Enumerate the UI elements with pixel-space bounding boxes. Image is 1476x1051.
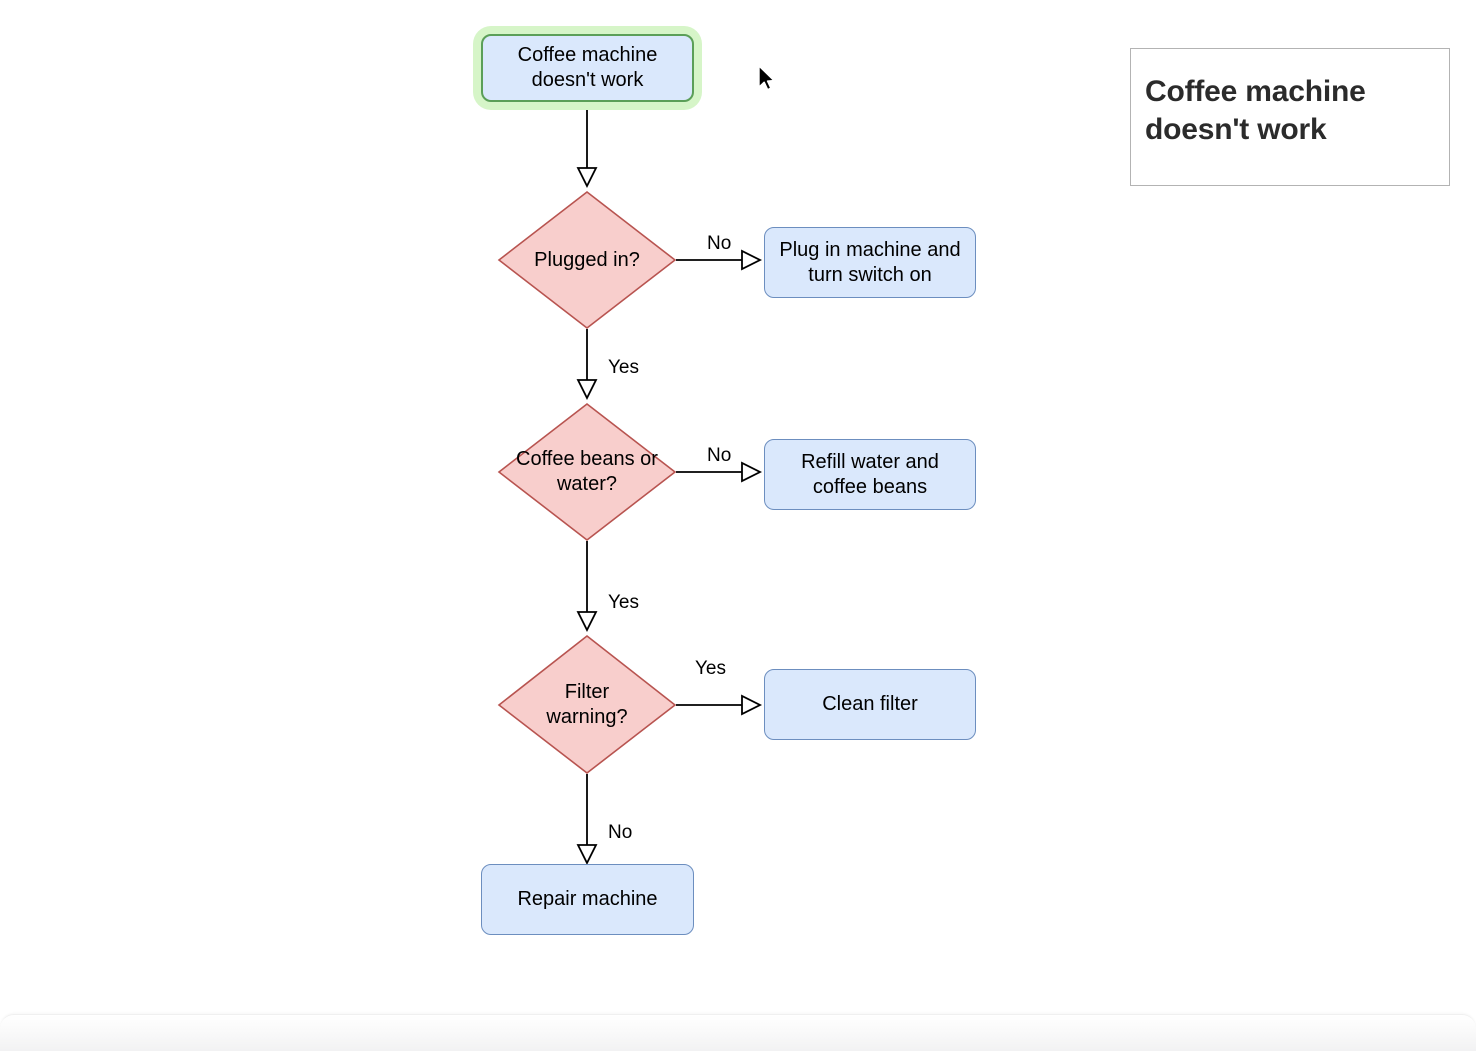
edge-label-filter-warning-no[interactable]: No [608,822,633,843]
node-label-line1: Clean filter [822,693,918,715]
flowchart-canvas[interactable]: Coffee machine doesn't work Plugged in? … [0,0,1476,1022]
node-text-editor[interactable]: Coffee machine doesn't work [1130,48,1450,186]
node-label-line2: water? [556,473,617,495]
node-label-line1: Plug in machine and [779,238,961,261]
connector-start-to-plugged-in[interactable] [576,103,598,189]
text-editor-value[interactable]: Coffee machine doesn't work [1145,73,1435,149]
node-refill-water-and-coffee-beans[interactable]: Refill water and coffee beans [764,439,976,510]
node-label-line2: coffee beans [812,475,928,498]
node-label: Clean filter [822,692,918,717]
node-plug-in-machine[interactable]: Plug in machine and turn switch on [764,227,976,298]
edge-label-filter-warning-yes[interactable]: Yes [695,658,726,679]
node-coffee-beans-or-water[interactable]: Coffee beans or water? [499,404,675,540]
text-editor-line2: doesn't work [1145,113,1327,146]
node-filter-warning[interactable]: Filter warning? [499,636,675,773]
node-label-line1: Plugged in? [534,248,640,271]
arrow-pointer-cursor [758,65,775,91]
node-clean-filter[interactable]: Clean filter [764,669,976,740]
connector-filter-warning-yes[interactable] [676,694,763,716]
node-label-line2: turn switch on [808,263,932,286]
node-label-line2: warning? [546,705,628,728]
node-plugged-in[interactable]: Plugged in? [499,192,675,328]
node-label: Filter warning? [546,680,627,730]
edge-label-beans-water-no[interactable]: No [707,445,732,466]
connector-beans-water-yes[interactable] [576,541,598,633]
node-label-line2: doesn't work [531,69,644,91]
node-label-line1: Filter [564,680,610,703]
connector-plugged-in-yes[interactable] [576,329,598,401]
node-coffee-machine-doesnt-work[interactable]: Coffee machine doesn't work [481,34,694,102]
edge-label-plugged-in-no[interactable]: No [707,233,732,254]
edge-label-plugged-in-yes[interactable]: Yes [608,357,639,378]
node-label: Repair machine [517,887,657,912]
node-label-line1: Repair machine [517,888,658,910]
node-label: Coffee machine doesn't work [518,43,658,93]
node-label-line1: Refill water and [801,450,939,473]
text-editor-line1: Coffee machine [1145,75,1366,108]
node-label: Plugged in? [534,248,640,273]
node-label: Refill water and coffee beans [801,450,939,500]
bottom-panel-strip [0,1014,1476,1051]
node-repair-machine[interactable]: Repair machine [481,864,694,935]
node-label: Plug in machine and turn switch on [779,238,960,288]
node-label-line1: Coffee machine [517,44,658,66]
node-label-line1: Coffee beans or [516,448,658,470]
connector-filter-warning-no[interactable] [576,774,598,866]
node-label: Coffee beans or water? [516,447,658,497]
edge-label-beans-water-yes[interactable]: Yes [608,592,639,613]
